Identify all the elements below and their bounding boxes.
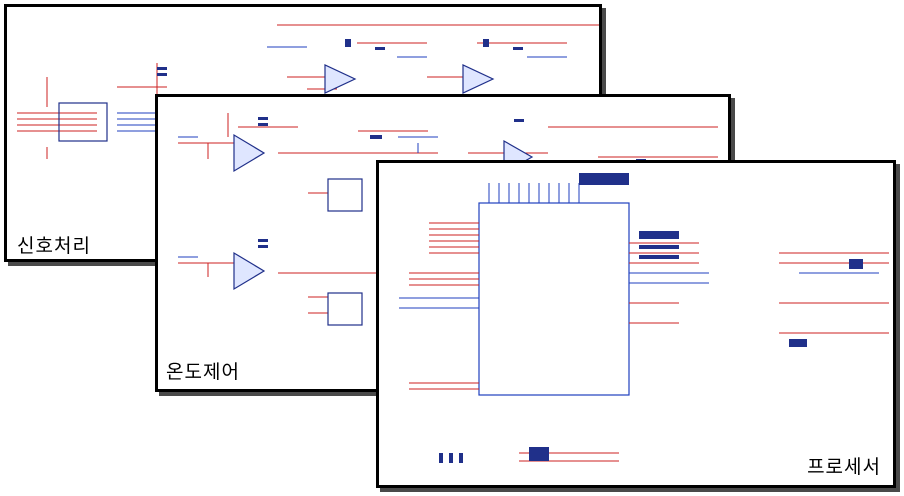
signal-processing-schematic [17,24,599,159]
processor-caption: 프로세서 [805,452,883,479]
temperature-control-caption: 온도제어 [164,357,242,384]
signal-processing-caption: 신호처리 [15,231,93,258]
processor-schematic [399,173,889,463]
processor-panel: 프로세서 [376,160,896,488]
